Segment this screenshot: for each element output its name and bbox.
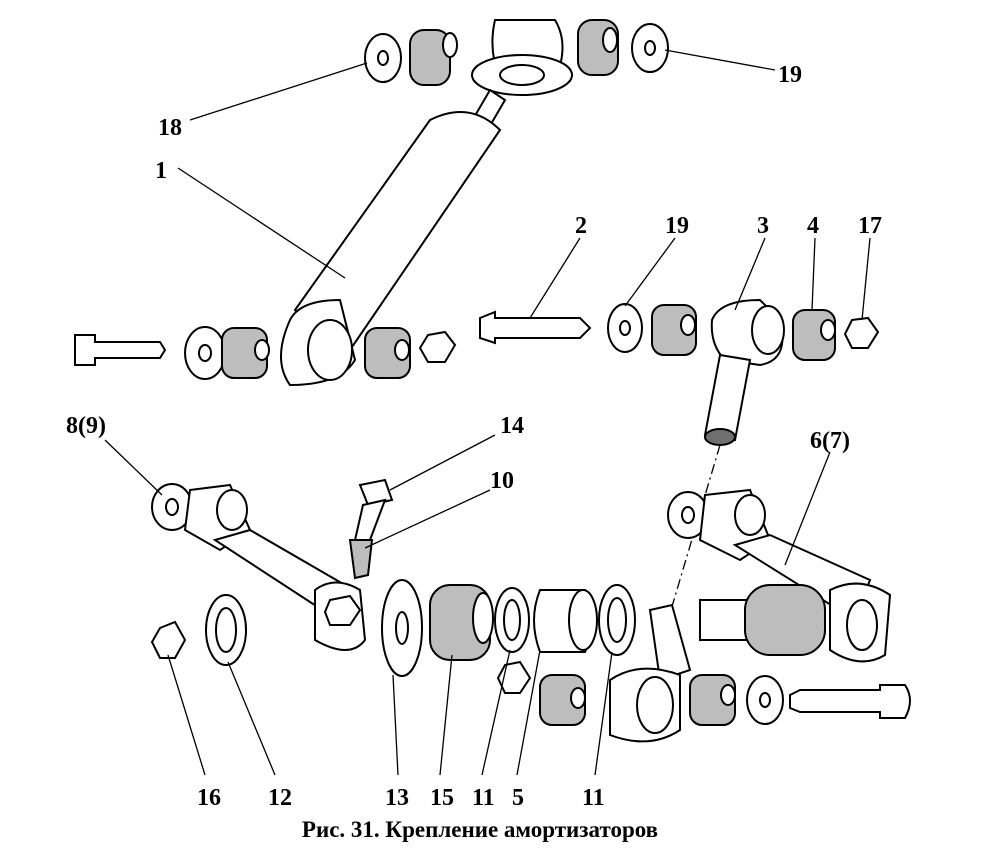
label-14: 14 <box>500 413 524 439</box>
leader-lines <box>104 49 871 776</box>
label-13: 13 <box>385 785 409 811</box>
label-4: 4 <box>807 213 819 239</box>
link-assembly-right <box>479 298 880 621</box>
label-2: 2 <box>575 213 587 239</box>
label-6-7: 6(7) <box>810 428 850 454</box>
label-19: 19 <box>665 213 689 239</box>
label-12: 12 <box>268 785 292 811</box>
label-16: 16 <box>197 785 221 811</box>
label-10: 10 <box>490 468 514 494</box>
lever-left <box>151 478 394 651</box>
figure-caption: Рис. 31. Крепление амортизаторов <box>302 817 658 842</box>
label-8-9: 8(9) <box>66 413 106 439</box>
middle-bushing-stack <box>150 579 636 726</box>
label-19-top: 19 <box>778 62 802 88</box>
label-18: 18 <box>158 115 182 141</box>
shock-absorber-body <box>280 19 573 387</box>
lever-right <box>609 488 911 743</box>
label-1: 1 <box>155 158 167 184</box>
label-17: 17 <box>858 213 882 239</box>
shock-absorber-top-bushings <box>364 19 669 86</box>
label-5: 5 <box>512 785 524 811</box>
label-3: 3 <box>757 213 769 239</box>
shock-absorber-lower-mount <box>74 326 457 380</box>
label-15: 15 <box>430 785 454 811</box>
label-11-right: 11 <box>582 785 605 811</box>
label-11-left: 11 <box>472 785 495 811</box>
